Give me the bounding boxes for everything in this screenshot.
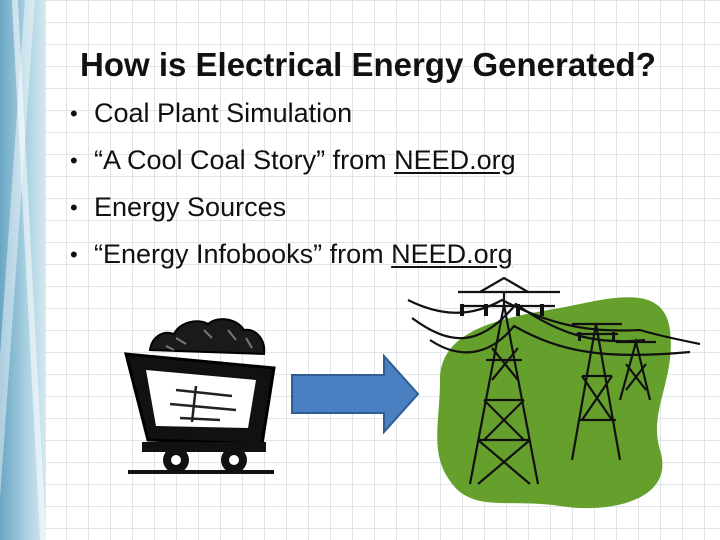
need-org-link[interactable]: NEED.org (394, 145, 516, 175)
arrow-right-icon (291, 353, 420, 435)
bullet-item-energy-infobooks: • “Energy Infobooks” from NEED.org (62, 231, 516, 278)
bullet-icon: • (70, 242, 78, 267)
slide-title: How is Electrical Energy Generated? (80, 46, 656, 83)
bullet-icon: • (70, 101, 78, 126)
bullet-text: “Energy Infobooks” from (94, 239, 392, 269)
bullet-item-energy-sources: • Energy Sources (62, 184, 516, 231)
bullet-icon: • (70, 195, 78, 220)
power-transmission-tower-icon (407, 276, 701, 509)
bullet-list: • Coal Plant Simulation • “A Cool Coal S… (62, 90, 516, 278)
coal-mine-cart-icon (124, 318, 276, 474)
left-accent-stripe (0, 0, 46, 540)
bullet-text: “A Cool Coal Story” from (94, 145, 395, 175)
bullet-text: Coal Plant Simulation (94, 98, 353, 128)
bullet-icon: • (70, 148, 78, 173)
bullet-item-cool-coal-story: • “A Cool Coal Story” from NEED.org (62, 137, 516, 184)
bullet-text: Energy Sources (94, 192, 287, 222)
bullet-item-coal-plant: • Coal Plant Simulation (62, 90, 516, 137)
need-org-link[interactable]: NEED.org (391, 239, 513, 269)
